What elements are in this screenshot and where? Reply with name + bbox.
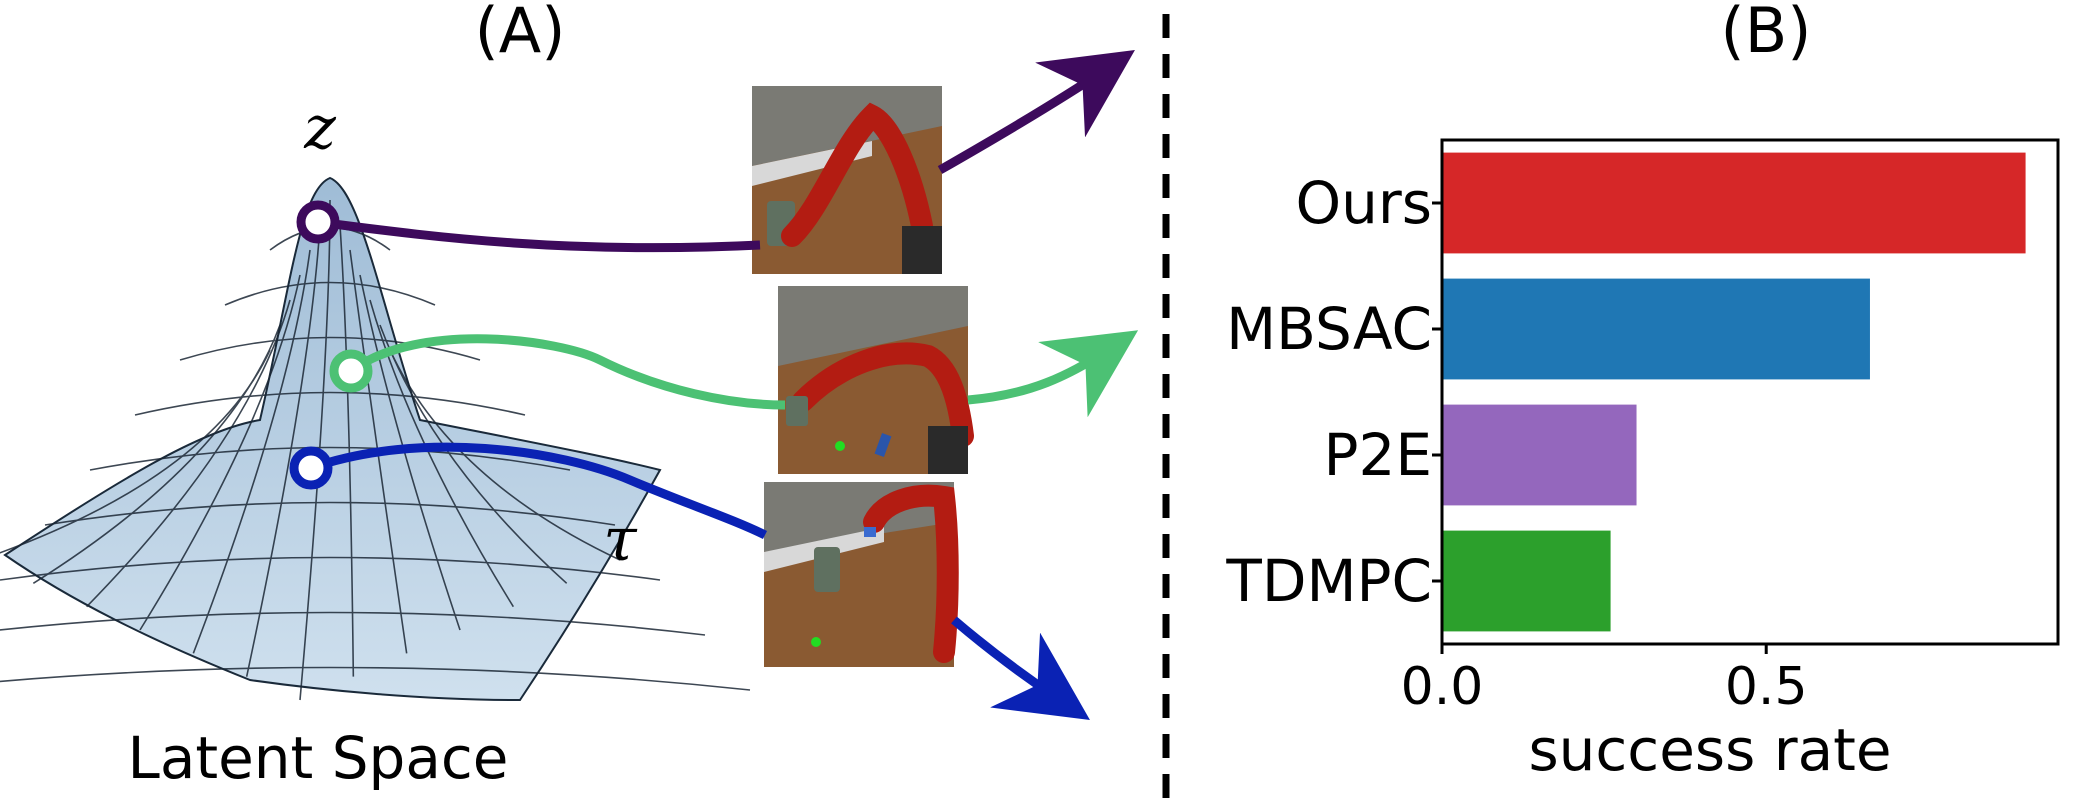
panel-a-label: (A): [475, 0, 566, 67]
robot-frame-3: [764, 482, 959, 667]
trajectory-green: [329, 330, 1139, 418]
latent-space-caption: Latent Space: [128, 724, 509, 792]
bar-tdmpc: [1442, 530, 1611, 632]
trajectory-blue: [289, 442, 1090, 720]
plot-frame: [1440, 138, 2060, 646]
x-tick-label: 0.5: [1725, 657, 1808, 717]
x-tick-label: 0.0: [1401, 657, 1484, 717]
latent-surface: [0, 176, 751, 702]
bar-ours: [1442, 152, 2026, 254]
category-label: TDMPC: [1225, 547, 1432, 615]
trajectory-purple: [296, 50, 1135, 253]
bar-p2e: [1442, 404, 1637, 506]
robot-frame-1: [752, 86, 942, 274]
category-label: Ours: [1296, 169, 1432, 237]
robot-frame-2: [778, 286, 974, 474]
tau-symbol: τ: [603, 505, 637, 575]
bar-mbsac: [1442, 278, 1870, 380]
x-axis-title: success rate: [1528, 716, 1891, 784]
category-label: MBSAC: [1226, 295, 1432, 363]
panel-b-label: (B): [1721, 0, 1812, 67]
category-label: P2E: [1323, 421, 1432, 489]
z-symbol: z: [303, 93, 336, 163]
